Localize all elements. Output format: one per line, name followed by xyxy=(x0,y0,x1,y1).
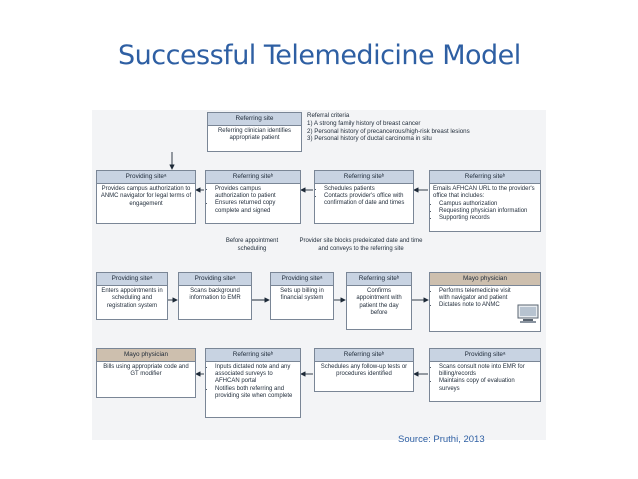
box-body: Confirms appointment with patient the da… xyxy=(356,288,402,317)
box-intro: Emails AFHCAN URL to the provider's offi… xyxy=(433,186,535,200)
source-citation: Source: Pruthi, 2013 xyxy=(398,434,485,445)
computer-icon xyxy=(517,304,539,323)
box-header: Mayo physician xyxy=(430,273,540,286)
box-header: Referring siteᵇ xyxy=(206,171,300,184)
criteria-item-2: 2) Personal history of precancerous/high… xyxy=(307,127,470,135)
box-body: Sets up billing in financial system xyxy=(280,288,324,302)
box-r1-referring-authorization: Referring siteᵇ Provides campus authoriz… xyxy=(205,170,301,224)
bullet: Supporting records xyxy=(439,215,537,222)
box-header: Referring siteᵇ xyxy=(347,273,411,286)
box-header: Referring siteᵇ xyxy=(315,349,413,362)
bullet: Dictates note to ANMC xyxy=(439,302,514,309)
criteria-title: Referral criteria xyxy=(307,112,350,119)
box-bullets: Scans consult note into EMR for billing/… xyxy=(430,362,540,393)
bullet: Performs telemedicine visit with navigat… xyxy=(439,288,514,302)
box-header: Providing siteᵃ xyxy=(179,273,251,286)
box-r1-referring-emails: Referring siteᵇ Emails AFHCAN URL to the… xyxy=(429,170,541,232)
box-header: Providing siteᵃ xyxy=(430,349,540,362)
box-r2-scans-background: Providing siteᵃ Scans background informa… xyxy=(178,272,252,320)
box-r1-referring-schedules: Referring siteᵇ Schedules patients Conta… xyxy=(314,170,414,224)
box-header: Referring siteᵇ xyxy=(206,349,300,362)
workflow-diagram: Referring site Referring clinician ident… xyxy=(92,110,546,440)
box-r2-confirms: Referring siteᵇ Confirms appointment wit… xyxy=(346,272,412,330)
box-r2-billing: Providing siteᵃ Sets up billing in finan… xyxy=(270,272,334,320)
box-r2-enters-appointments: Providing siteᵃ Enters appointments in s… xyxy=(96,272,168,320)
bullet: Maintains copy of evaluation surveys xyxy=(439,378,537,392)
box-body: Bills using appropriate code and GT modi… xyxy=(103,364,189,378)
box-r3-scans-consult: Providing siteᵃ Scans consult note into … xyxy=(429,348,541,402)
box-header: Mayo physician xyxy=(97,349,195,362)
box-bullets: Performs telemedicine visit with navigat… xyxy=(430,286,540,310)
box-bullets: Inputs dictated note and any associated … xyxy=(206,362,300,400)
box-bullets: Provides campus authorization to patient… xyxy=(206,184,300,215)
box-body: Provides campus authorization to ANMC na… xyxy=(100,186,192,207)
bullet: Inputs dictated note and any associated … xyxy=(215,364,297,386)
box-bullets: Schedules patients Contacts provider's o… xyxy=(315,184,413,208)
box-r3-inputs-note: Referring siteᵇ Inputs dictated note and… xyxy=(205,348,301,418)
box-header: Referring siteᵇ xyxy=(315,171,413,184)
bullet: Requesting physician information xyxy=(439,208,537,215)
box-header: Providing siteᵃ xyxy=(271,273,333,286)
box-r3-follow-up: Referring siteᵇ Schedules any follow-up … xyxy=(314,348,414,392)
box-header: Providing siteᵃ xyxy=(97,171,195,184)
bullet: Contacts provider's office with confirma… xyxy=(324,193,410,207)
note-before-scheduling: Before appointment scheduling xyxy=(225,238,279,252)
box-bullets: Campus authorization Requesting physicia… xyxy=(430,201,540,223)
bullet: Campus authorization xyxy=(439,201,537,208)
bullet: Notifies both referring and providing si… xyxy=(215,386,297,400)
box-top-referring: Referring site Referring clinician ident… xyxy=(207,112,302,152)
box-body: Enters appointments in scheduling and re… xyxy=(101,288,163,309)
box-header: Referring site xyxy=(208,113,301,126)
box-r3-mayo-bills: Mayo physician Bills using appropriate c… xyxy=(96,348,196,398)
box-body: Scans background information to EMR xyxy=(189,288,241,302)
bullet: Scans consult note into EMR for billing/… xyxy=(439,364,537,378)
referral-criteria: Referral criteria 1) A strong family his… xyxy=(307,112,507,143)
note-provider-blocks: Provider site blocks predeicated date an… xyxy=(299,238,423,252)
criteria-item-3: 3) Personal history of ductal carcinoma … xyxy=(307,135,432,143)
bullet: Ensures returned copy complete and signe… xyxy=(215,200,297,214)
box-body: Referring clinician identifies appropria… xyxy=(217,128,292,142)
slide-title: Successful Telemedicine Model xyxy=(118,40,521,71)
bullet: Provides campus authorization to patient xyxy=(215,186,297,200)
box-header: Referring siteᵇ xyxy=(430,171,540,184)
box-header: Providing siteᵃ xyxy=(97,273,167,286)
box-body: Schedules any follow-up tests or procedu… xyxy=(320,364,408,378)
bullet: Schedules patients xyxy=(324,186,410,193)
box-r1-providing: Providing siteᵃ Provides campus authoriz… xyxy=(96,170,196,224)
diagram-arrows xyxy=(168,152,429,377)
criteria-item-1: 1) A strong family history of breast can… xyxy=(307,119,421,127)
